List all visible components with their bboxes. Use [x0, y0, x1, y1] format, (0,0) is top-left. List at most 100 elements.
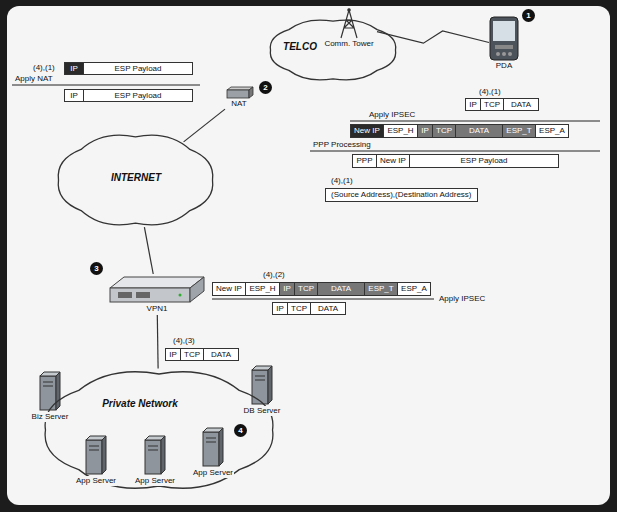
- vpn-led: [179, 294, 182, 297]
- server-front: [252, 370, 268, 404]
- server-top: [86, 436, 106, 440]
- server-top: [252, 366, 272, 370]
- field-label: ESP Payload: [461, 155, 508, 167]
- field-label: DATA: [211, 349, 231, 360]
- pda-button: [496, 52, 500, 56]
- field-label: IP: [70, 90, 78, 101]
- apply-ipsec-rule: [350, 121, 600, 122]
- device-label: Comm. Tower: [323, 39, 374, 49]
- tower-antenna: [347, 8, 351, 12]
- device-node: App Server: [132, 436, 179, 487]
- field-label: ESP_A: [401, 283, 427, 295]
- device-node: Comm. Tower: [321, 8, 377, 50]
- server-slots: [89, 446, 99, 450]
- server-front: [145, 440, 161, 474]
- cell-tower-icon: [341, 10, 357, 38]
- pda-button: [508, 52, 512, 56]
- packet-field: ESP Payload: [83, 62, 193, 75]
- field-label: DATA: [469, 125, 489, 137]
- packet-field: IP: [64, 89, 84, 102]
- packet-field: New IP: [376, 154, 410, 168]
- packet-field: DATA: [203, 348, 239, 361]
- packet-field: IP: [417, 124, 433, 138]
- network-cloud: Private NetworkBiz Server DB ServerApp Se…: [30, 360, 288, 500]
- field-label: TCP: [298, 283, 314, 295]
- field-label: IP: [276, 303, 284, 314]
- device-label: DB Server: [243, 406, 282, 416]
- server-top: [145, 436, 165, 440]
- field-label: ESP_T: [506, 125, 531, 137]
- field-label: ESP_T: [368, 283, 393, 295]
- callout-number: 2: [259, 81, 272, 94]
- cloud-outline: [58, 135, 213, 225]
- server-slots: [148, 446, 158, 450]
- packet-field: ESP Payload: [409, 154, 559, 168]
- device-label: PDA: [495, 61, 513, 71]
- device-label: VPN1: [146, 304, 169, 314]
- packet-field: TCP: [287, 302, 311, 315]
- vpn-device-side: [190, 277, 204, 302]
- annotation-label: Apply NAT: [14, 74, 54, 84]
- annotation-label: (4),(1): [330, 176, 354, 186]
- device-label: App Server: [134, 476, 176, 486]
- device-node: VPN1: [109, 274, 205, 315]
- server-top: [203, 428, 223, 432]
- device-label: NAT: [230, 99, 247, 109]
- field-label: ESP_H: [387, 125, 413, 137]
- annotation-label: PPP Processing: [312, 140, 372, 150]
- device-label: Biz Server: [31, 412, 70, 422]
- packet-field: IP: [465, 98, 481, 111]
- address-box: (Source Address),(Destination Address): [325, 188, 478, 202]
- packet-field: DATA: [503, 98, 539, 111]
- packet-field: ESP_T: [502, 124, 536, 138]
- device-node: PDA: [489, 16, 519, 72]
- packet-field: ESP_H: [245, 282, 280, 296]
- callout-number: 3: [90, 262, 103, 275]
- device-label: App Server: [192, 468, 234, 478]
- vpn-port: [118, 292, 132, 298]
- device-node: DB Server: [241, 366, 284, 417]
- field-label: IP: [283, 283, 291, 295]
- panel-background: [7, 6, 610, 505]
- server-front: [203, 432, 219, 466]
- packet-field: DATA: [455, 124, 503, 138]
- field-label: ESP_H: [249, 283, 275, 295]
- cloud-label: Private Network: [102, 398, 178, 410]
- packet-field: ESP Payload: [83, 89, 193, 102]
- ppp-processing-rule: [310, 151, 600, 152]
- server-side: [161, 436, 165, 474]
- field-label: TCP: [436, 125, 452, 137]
- packet-field: PPP: [352, 154, 377, 168]
- server-side: [56, 372, 60, 410]
- cloud-outline: [45, 372, 273, 488]
- vpn-device-top: [110, 277, 204, 288]
- device-node: NAT: [225, 86, 253, 110]
- server-top: [40, 372, 60, 376]
- packet-field: ESP_A: [535, 124, 569, 138]
- apply-nat-rule: [12, 85, 200, 86]
- device-label: App Server: [75, 476, 117, 486]
- field-label: DATA: [331, 283, 351, 295]
- packet-field: TCP: [480, 98, 504, 111]
- apply-ipsec-rule: [212, 299, 434, 300]
- device-node: App Server: [73, 436, 120, 487]
- field-label: IP: [169, 349, 177, 360]
- nat-device-side: [249, 87, 253, 98]
- annotation-label: Apply IPSEC: [438, 294, 486, 304]
- callout-number: 1: [522, 9, 535, 22]
- field-label: IP: [70, 63, 78, 74]
- server-slots: [43, 382, 53, 386]
- packet-field: ESP_H: [383, 124, 418, 138]
- address-label: (Source Address),(Destination Address): [331, 190, 472, 200]
- vpn-port: [136, 292, 150, 298]
- packet-field: TCP: [294, 282, 318, 296]
- field-label: TCP: [484, 99, 500, 110]
- pda-button: [502, 52, 506, 56]
- field-label: IP: [421, 125, 429, 137]
- annotation-label: Apply IPSEC: [368, 110, 416, 120]
- server-slots: [206, 438, 216, 442]
- packet-field: TCP: [180, 348, 204, 361]
